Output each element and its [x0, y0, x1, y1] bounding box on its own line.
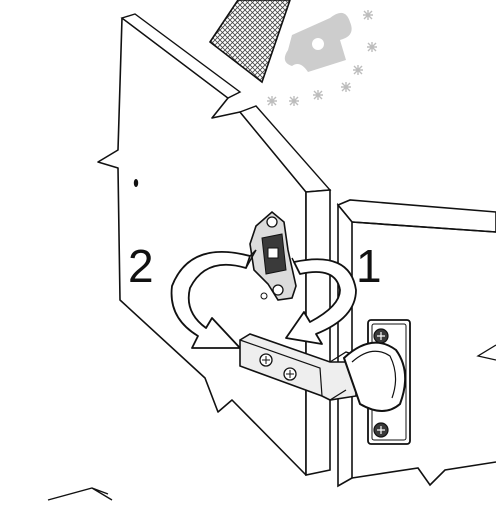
puzzle-piece-watermark-icon [284, 12, 352, 72]
shelf-fragment [47, 487, 113, 501]
star-icon [267, 10, 377, 106]
mesh-pattern-icon [208, 0, 291, 84]
rotation-arrow-counterclockwise [170, 249, 257, 349]
step-number-1: 1 [356, 240, 382, 292]
rotation-arrow-clockwise [285, 257, 357, 345]
mounting-plate [249, 210, 297, 301]
hinge-cup [342, 319, 411, 445]
hinge-arm [239, 333, 359, 401]
cabinet-door [336, 199, 496, 488]
step-number-2: 2 [128, 240, 154, 292]
